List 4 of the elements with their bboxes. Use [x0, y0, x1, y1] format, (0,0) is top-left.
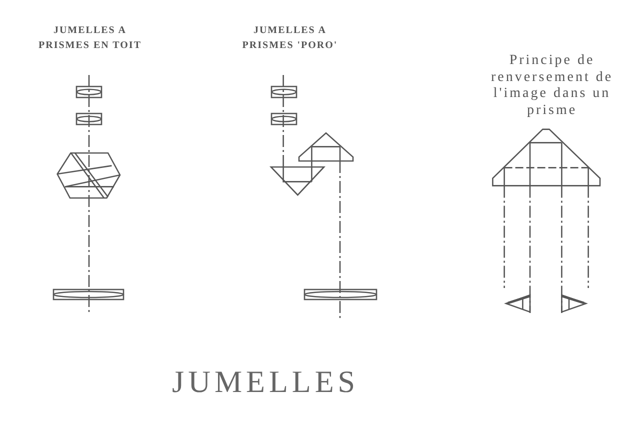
heading-text: JUMELLES A PRISMES 'PORO' [241, 24, 339, 53]
heading-text: JUMELLES A PRISMES EN TOIT [38, 24, 142, 53]
caption-text: Principe de renversement de l'image dans un prisme [490, 53, 614, 119]
title-text: JUMELLES [172, 366, 359, 397]
